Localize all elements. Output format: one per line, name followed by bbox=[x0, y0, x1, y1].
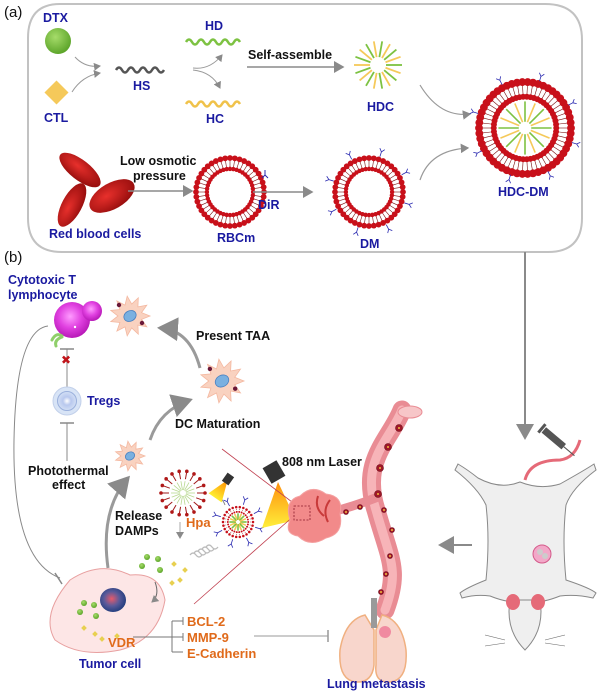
arrow-present-taa bbox=[157, 317, 202, 369]
label-hdc: HDC bbox=[367, 100, 394, 114]
label-dtx: DTX bbox=[43, 11, 69, 25]
arrow-dm-to-hdcdm bbox=[419, 143, 470, 181]
dendritic-cell-immature bbox=[114, 440, 147, 472]
arrow-hs-to-hc bbox=[192, 69, 221, 89]
label-808nm-laser: 808 nm Laser bbox=[282, 455, 362, 469]
panel-a-frame bbox=[27, 3, 583, 253]
label-tumor-cell: Tumor cell bbox=[79, 657, 141, 671]
small-laser-icon bbox=[208, 472, 235, 503]
rbcm-vesicle bbox=[193, 155, 267, 229]
vdr-target-bracket bbox=[133, 617, 184, 653]
arrow-dtx-to-hs bbox=[74, 56, 101, 71]
hd-polymer-chain bbox=[184, 38, 242, 46]
zoom-line-bottom bbox=[193, 513, 297, 605]
hdc-dm-nanoparticle bbox=[469, 72, 581, 184]
label-low-osmotic-1: Low osmotic bbox=[120, 154, 196, 168]
label-present-taa: Present TAA bbox=[196, 329, 270, 343]
treg-cell bbox=[52, 386, 82, 416]
label-tregs: Tregs bbox=[87, 394, 120, 408]
dm-vesicle bbox=[325, 148, 413, 236]
panel-label-b: (b) bbox=[4, 249, 22, 266]
label-ctl: CTL bbox=[44, 111, 69, 125]
label-hpa: Hpa bbox=[186, 515, 211, 530]
tumor-cell bbox=[49, 568, 166, 653]
label-hs: HS bbox=[133, 79, 150, 93]
label-photothermal-1: Photothermal bbox=[28, 464, 109, 478]
blocked-x-icon: ✖ bbox=[61, 353, 71, 367]
arrow-hs-to-hd bbox=[192, 54, 223, 69]
label-low-osmotic-2: pressure bbox=[133, 169, 186, 183]
label-photothermal-2: effect bbox=[52, 478, 86, 492]
panel-label-a: (a) bbox=[4, 4, 22, 21]
label-hd: HD bbox=[205, 19, 223, 33]
hs-polymer-chain bbox=[114, 66, 166, 74]
808nm-laser-icon bbox=[262, 460, 296, 528]
label-hc: HC bbox=[206, 112, 224, 126]
syringe-icon bbox=[537, 423, 575, 457]
disrupted-hdc-dm bbox=[159, 469, 219, 558]
dtx-molecule bbox=[45, 28, 71, 54]
dendritic-cell-mature bbox=[199, 358, 246, 404]
label-vdr: VDR bbox=[108, 635, 136, 650]
cytotoxic-t-cell bbox=[50, 301, 102, 348]
label-dir: DiR bbox=[258, 198, 280, 212]
label-self-assemble: Self-assemble bbox=[248, 48, 332, 62]
arrow-dc-maturation bbox=[148, 394, 193, 441]
hdc-micelle bbox=[354, 41, 402, 89]
label-red-blood-cells: Red blood cells bbox=[49, 227, 141, 241]
label-bcl2: BCL-2 bbox=[187, 614, 225, 629]
arrow-hdc-to-hdcdm bbox=[419, 84, 472, 120]
primary-tumor bbox=[287, 489, 342, 543]
label-release-1: Release bbox=[115, 509, 162, 523]
hc-polymer-chain bbox=[184, 100, 242, 108]
label-hdc-dm: HDC-DM bbox=[498, 185, 549, 199]
label-dc-maturation: DC Maturation bbox=[175, 417, 260, 431]
mouse-model bbox=[454, 439, 597, 651]
arrow-release-damps bbox=[104, 475, 130, 569]
label-dm: DM bbox=[360, 237, 379, 251]
hdc-dm-small bbox=[212, 496, 264, 548]
ctl-kill-bar bbox=[54, 572, 63, 585]
dir-dye-icon bbox=[261, 170, 269, 179]
label-ecadherin: E-Cadherin bbox=[187, 646, 256, 661]
red-blood-cells bbox=[57, 152, 135, 227]
arrow-ctl-to-hs bbox=[71, 70, 101, 93]
zoom-line-top bbox=[221, 448, 297, 506]
label-cytotoxic-t-1: Cytotoxic T bbox=[8, 273, 76, 287]
label-mmp9: MMP-9 bbox=[187, 630, 229, 645]
ctl-molecule bbox=[44, 80, 69, 105]
tumor-cell-drugs bbox=[77, 600, 120, 642]
dendritic-cell-presenting bbox=[109, 295, 152, 337]
lungs bbox=[339, 598, 407, 683]
label-release-2: DAMPs bbox=[115, 524, 159, 538]
damp-particles bbox=[139, 554, 188, 586]
label-cytotoxic-t-2: lymphocyte bbox=[8, 288, 78, 302]
ctl-kill-line bbox=[13, 325, 61, 579]
label-rbcm: RBCm bbox=[217, 231, 255, 245]
label-lung-metastasis: Lung metastasis bbox=[327, 677, 426, 691]
